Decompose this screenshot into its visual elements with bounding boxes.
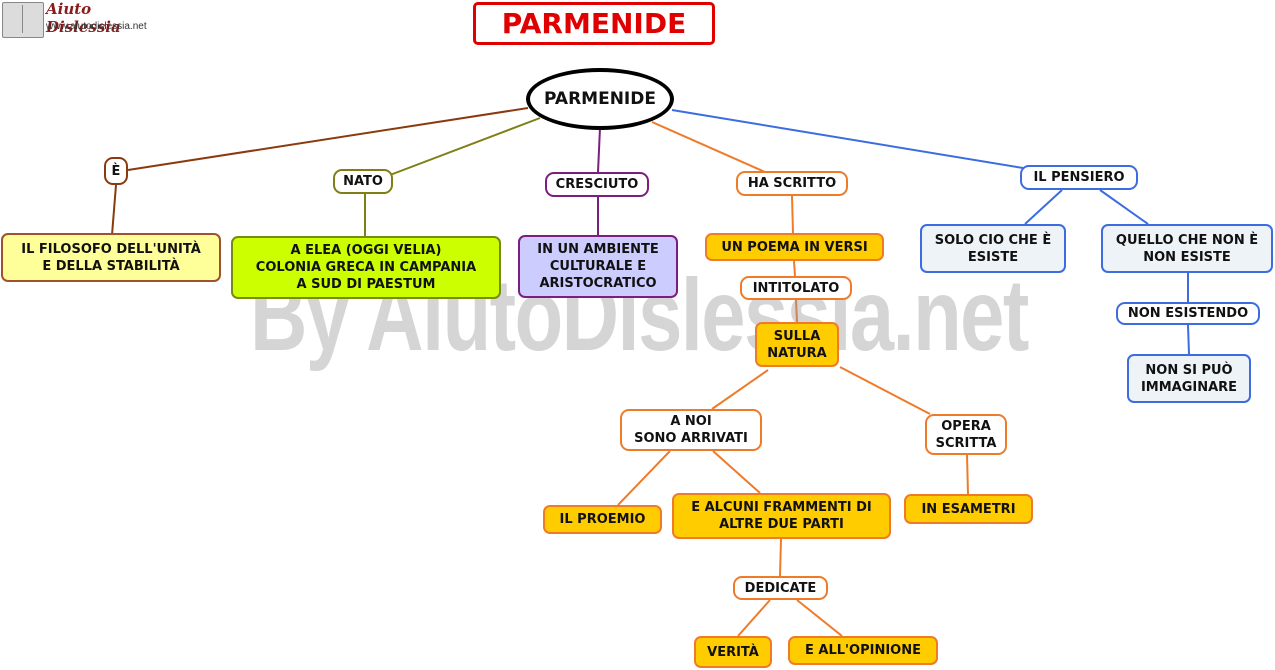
node-poema[interactable]: UN POEMA IN VERSI <box>705 233 884 261</box>
node-opinione[interactable]: E ALL'OPINIONE <box>788 636 938 665</box>
node-frammenti[interactable]: E ALCUNI FRAMMENTI DI ALTRE DUE PARTI <box>672 493 891 539</box>
page-title: PARMENIDE <box>473 2 715 45</box>
central-node[interactable]: PARMENIDE <box>526 68 674 130</box>
logo-url: www.aiutodislessia.net <box>46 21 147 32</box>
node-non-si-puo[interactable]: NON SI PUÒ IMMAGINARE <box>1127 354 1251 403</box>
connector-e-node <box>111 184 117 236</box>
node-sulla-natura[interactable]: SULLA NATURA <box>755 322 839 367</box>
logo[interactable]: Aiuto Dislessia www.aiutodislessia.net <box>0 0 165 40</box>
connector-nato <box>389 117 541 176</box>
node-solo[interactable]: SOLO CIO CHE È ESISTE <box>920 224 1066 273</box>
logo-name: Aiuto Dislessia <box>46 0 121 36</box>
connector-e <box>127 107 529 171</box>
label-ha-scritto[interactable]: HA SCRITTO <box>736 171 848 196</box>
label-cresciuto[interactable]: CRESCIUTO <box>545 172 649 197</box>
label-opera-scritta[interactable]: OPERA SCRITTA <box>925 414 1007 455</box>
connector-pensiero <box>671 109 1024 169</box>
node-ambiente[interactable]: IN UN AMBIENTE CULTURALE E ARISTOCRATICO <box>518 235 678 298</box>
label-a-noi[interactable]: A NOI SONO ARRIVATI <box>620 409 762 451</box>
label-e[interactable]: È <box>104 157 128 185</box>
book-icon <box>2 2 44 38</box>
connector-cresciuto <box>597 127 601 173</box>
label-intitolato[interactable]: INTITOLATO <box>740 276 852 300</box>
node-quello[interactable]: QUELLO CHE NON È NON ESISTE <box>1101 224 1273 273</box>
node-filosofo[interactable]: IL FILOSOFO DELL'UNITÀ E DELLA STABILITÀ <box>1 233 221 282</box>
label-non-esistendo[interactable]: NON ESISTENDO <box>1116 302 1260 325</box>
node-esametri[interactable]: IN ESAMETRI <box>904 494 1033 524</box>
node-proemio[interactable]: IL PROEMIO <box>543 505 662 534</box>
node-elea[interactable]: A ELEA (OGGI VELIA) COLONIA GRECA IN CAM… <box>231 236 501 299</box>
node-verita[interactable]: VERITÀ <box>694 636 772 668</box>
connector-ha-scritto <box>651 121 766 173</box>
label-dedicate[interactable]: DEDICATE <box>733 576 828 600</box>
label-pensiero[interactable]: IL PENSIERO <box>1020 165 1138 190</box>
label-nato[interactable]: NATO <box>333 169 393 194</box>
